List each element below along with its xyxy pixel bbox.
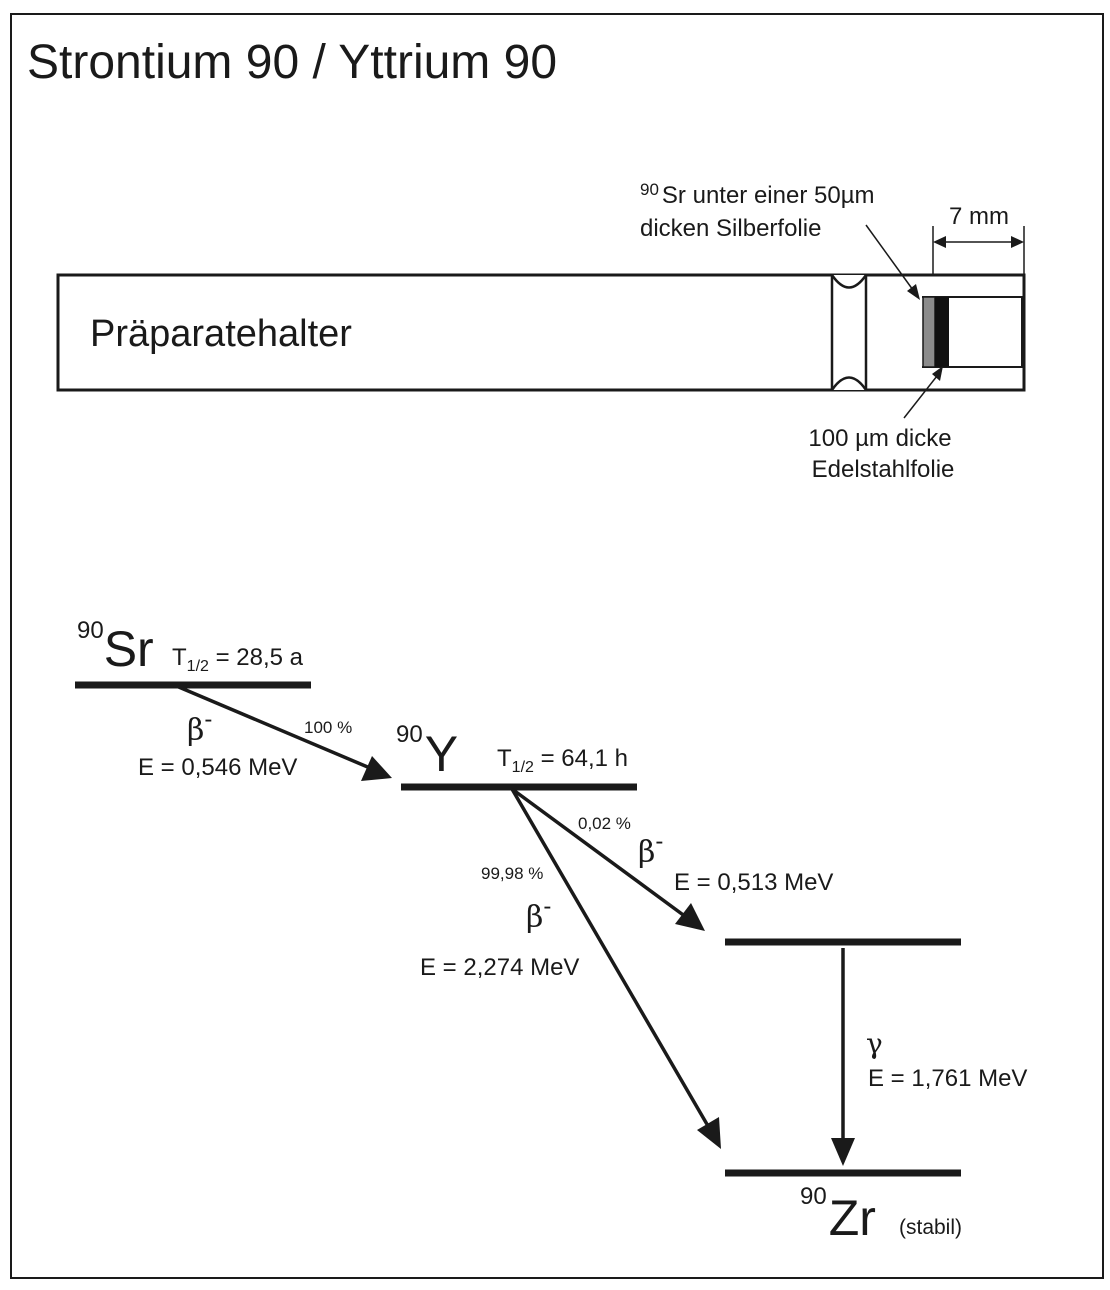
- sr90-halflife: T1/2 = 28,5 a: [172, 644, 304, 675]
- silver-foil-text: Sr unter einer 50µm: [662, 182, 875, 209]
- y90-symbol: Y: [425, 726, 458, 782]
- gamma-particle: γ: [866, 1027, 883, 1060]
- gamma-arrowhead: [831, 1138, 855, 1166]
- y90-label: 90Y: [396, 721, 458, 782]
- sr90-halflife-prefix: T: [172, 644, 187, 671]
- y-to-zr-excited-arrowhead: [675, 903, 705, 931]
- holder-groove-top-notch: [830, 274, 868, 289]
- zr90-label: 90Zr: [800, 1183, 876, 1246]
- sr90-halflife-value: = 28,5 a: [209, 644, 304, 671]
- silver-foil: [922, 296, 936, 368]
- gamma-energy: E = 1,761 MeV: [868, 1065, 1027, 1092]
- silver-foil-label-line2: dicken Silberfolie: [640, 215, 821, 242]
- sr-to-y-energy: E = 0,546 MeV: [138, 754, 297, 781]
- y-to-zr-excited-beta: β: [638, 835, 655, 870]
- steel-foil-leader-arrowhead: [932, 366, 943, 381]
- sr90-symbol: Sr: [104, 621, 154, 677]
- y-to-zr-excited-charge: -: [655, 828, 663, 855]
- y-to-zr-ground-arrowhead: [697, 1117, 721, 1149]
- zr90-stable-note: (stabil): [899, 1216, 962, 1239]
- y-to-zr-excited-arrow-shaft: [510, 787, 688, 919]
- steel-foil-label-line2: Edelstahlfolie: [812, 456, 955, 483]
- steel-foil-leader: [903, 375, 938, 419]
- silver-foil-leader: [865, 224, 914, 291]
- y-to-zr-ground-energy: E = 2,274 MeV: [420, 954, 579, 981]
- sr-to-y-branch: 100 %: [304, 718, 352, 737]
- dimension-arrow-right: [1011, 236, 1024, 248]
- decay-scheme: 90Sr T1/2 = 28,5 a 90Y T1/2 = 64,1 h 90Z…: [75, 617, 1027, 1246]
- dimension-arrow-left: [933, 236, 946, 248]
- zr90-symbol: Zr: [829, 1190, 876, 1246]
- holder-body: [56, 273, 1026, 392]
- sr-to-y-arrow-shaft: [173, 683, 371, 770]
- y90-halflife: T1/2 = 64,1 h: [497, 745, 628, 776]
- y-to-zr-ground-branch: 99,98 %: [481, 864, 543, 883]
- sr-to-y-arrowhead: [361, 756, 392, 781]
- y-to-zr-excited-energy: E = 0,513 MeV: [674, 869, 833, 896]
- dimension-label: 7 mm: [949, 203, 1009, 230]
- y90-halflife-sub: 1/2: [512, 759, 534, 776]
- holder-groove-bottom-notch: [830, 376, 868, 391]
- y90-halflife-value: = 64,1 h: [534, 745, 628, 772]
- y-to-zr-ground-beta: β: [526, 900, 543, 935]
- steel-foil: [935, 297, 949, 367]
- y-to-zr-excited-particle: β-: [638, 828, 663, 870]
- holder-label: Präparatehalter: [90, 313, 352, 355]
- silver-foil-mass-number: 90: [640, 180, 659, 199]
- sr90-mass-number: 90: [77, 617, 104, 644]
- silver-foil-leader-arrowhead: [907, 284, 920, 300]
- steel-foil-label-line1: 100 µm dicke: [808, 425, 951, 452]
- zr90-mass-number: 90: [800, 1183, 827, 1210]
- sr90-halflife-sub: 1/2: [187, 658, 209, 675]
- y90-mass-number: 90: [396, 721, 423, 748]
- figure-frame: [10, 13, 1104, 1279]
- sr-to-y-beta: β: [187, 713, 204, 748]
- sr-to-y-charge: -: [204, 706, 212, 733]
- figure-title: Strontium 90 / Yttrium 90: [27, 36, 557, 89]
- sr90-label: 90Sr: [77, 617, 154, 677]
- y-to-zr-excited-branch: 0,02 %: [578, 814, 631, 833]
- y90-halflife-prefix: T: [497, 745, 512, 772]
- y-to-zr-ground-particle: β-: [526, 893, 551, 935]
- sr-to-y-particle: β-: [187, 706, 212, 748]
- y-to-zr-ground-charge: -: [543, 893, 551, 920]
- y-to-zr-ground-arrow-shaft: [510, 788, 710, 1127]
